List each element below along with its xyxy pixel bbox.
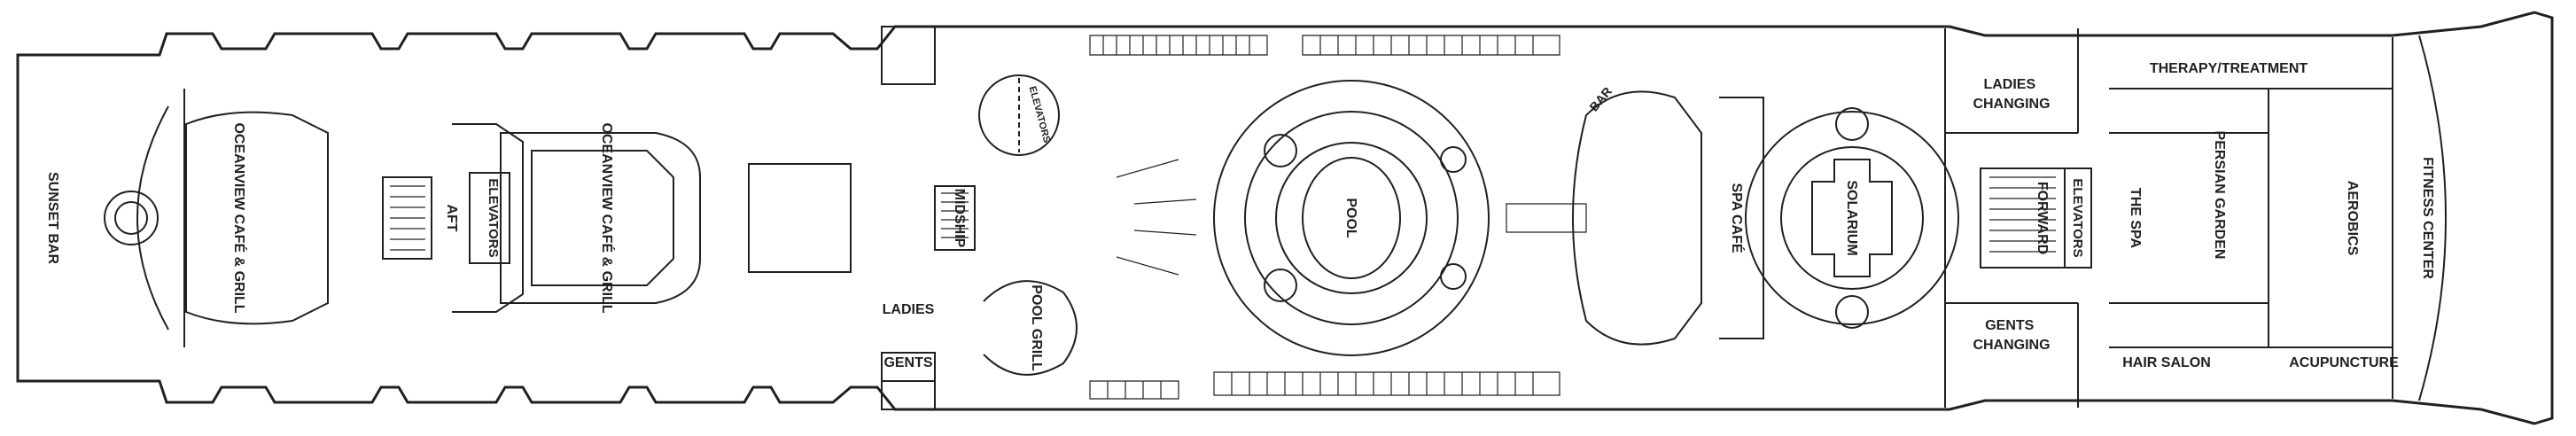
elevators-aft-label: ELEVATORS	[486, 178, 501, 257]
oceanview-cafe-aft-area	[185, 111, 432, 325]
pool-area	[1116, 80, 1490, 356]
oceanview-cafe-mid-area	[500, 132, 701, 304]
fitness-center-label: FITNESS CENTER	[2420, 157, 2435, 279]
spa-cafe-label: SPA CAFÉ	[1729, 183, 1746, 253]
elevators-fwd-label: ELEVATORS	[2070, 178, 2085, 257]
acupuncture-text: ACUPUNCTURE	[2289, 355, 2399, 370]
gents-text: GENTS	[883, 355, 932, 370]
elevators-aft-text: ELEVATORS	[486, 178, 501, 257]
pool-grill-circle	[983, 280, 1078, 376]
ladies-label: LADIES	[883, 302, 935, 317]
deck-chairs	[1089, 35, 1560, 400]
gents-label: GENTS	[883, 355, 932, 370]
ladies-changing-line1: LADIES	[1983, 77, 2035, 92]
therapy-text: THERAPY/TREATMENT	[2150, 61, 2308, 76]
ladies-changing-label: LADIES CHANGING	[1973, 77, 2050, 112]
gents-changing-label: GENTS CHANGING	[1973, 318, 2050, 353]
sunset-bar-label: SUNSET BAR	[45, 172, 60, 264]
stern-area	[104, 89, 185, 347]
the-spa-text: THE SPA	[2128, 188, 2143, 249]
oceanview-cafe-mid-text: OCEANVIEW CAFÉ & GRILL	[599, 122, 616, 313]
oceanview-cafe-aft-text: OCEANVIEW CAFÉ & GRILL	[231, 122, 248, 313]
the-spa-label: THE SPA	[2128, 188, 2143, 249]
oceanview-cafe-aft-label: OCEANVIEW CAFÉ & GRILL	[231, 122, 248, 313]
spa-block	[1944, 28, 2447, 408]
oceanview-cafe-mid-label: OCEANVIEW CAFÉ & GRILL	[599, 122, 616, 313]
fitness-center-text: FITNESS CENTER	[2420, 157, 2435, 279]
therapy-label: THERAPY/TREATMENT	[2150, 61, 2308, 76]
aerobics-label: AEROBICS	[2345, 181, 2360, 256]
elevators-mid-circle	[978, 74, 1060, 156]
persian-garden-text: PERSIAN GARDEN	[2212, 131, 2227, 260]
acupuncture-label: ACUPUNCTURE	[2289, 355, 2399, 370]
forward-text: FORWARD	[2035, 182, 2050, 254]
ladies-text: LADIES	[883, 302, 935, 317]
midship-text: MIDSHIP	[952, 189, 967, 248]
midship-area	[748, 26, 976, 410]
elevators-fwd-text: ELEVATORS	[2070, 178, 2085, 257]
aft-label: AFT	[444, 204, 459, 231]
solarium-area	[1745, 107, 1959, 329]
pool-label: POOL	[1343, 198, 1358, 238]
solarium-text: SOLARIUM	[1844, 180, 1859, 255]
pool-grill-text: POOL GRILL	[1029, 284, 1044, 371]
pool-grill-label: POOL GRILL	[1029, 284, 1044, 371]
sunset-bar-text: SUNSET BAR	[45, 172, 60, 264]
aerobics-text: AEROBICS	[2345, 181, 2360, 256]
spa-cafe-text: SPA CAFÉ	[1729, 183, 1746, 253]
bar-spa-cafe-area	[1506, 90, 1764, 346]
gents-changing-line2: CHANGING	[1973, 338, 2050, 353]
hair-salon-text: HAIR SALON	[2122, 355, 2211, 370]
persian-garden-label: PERSIAN GARDEN	[2212, 131, 2227, 260]
midship-label: MIDSHIP	[952, 189, 967, 248]
aft-text: AFT	[444, 204, 459, 231]
forward-label: FORWARD	[2035, 182, 2050, 254]
hair-salon-label: HAIR SALON	[2122, 355, 2211, 370]
elevators-aft-block	[452, 123, 524, 313]
pool-text: POOL	[1343, 198, 1358, 238]
gents-changing-line1: GENTS	[1985, 318, 2034, 333]
hull-outline	[16, 11, 2554, 425]
solarium-label: SOLARIUM	[1844, 180, 1859, 255]
ladies-changing-line2: CHANGING	[1973, 97, 2050, 112]
